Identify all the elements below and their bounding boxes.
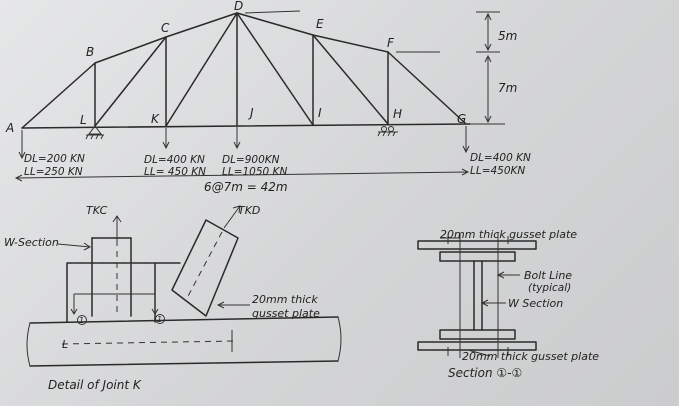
node-c-label: C xyxy=(161,21,170,35)
bolt-line-l: L xyxy=(62,338,68,351)
node-i-label: I xyxy=(318,106,322,120)
w-section-label-right: W Section xyxy=(508,297,563,310)
node-d-label: D xyxy=(234,0,243,13)
bolt-line-label: Bolt Line xyxy=(524,269,572,282)
node-b-label: B xyxy=(86,45,94,59)
diagonal-LC xyxy=(94,36,167,127)
section-1-1: 20mm thick gusset plate Bolt Line (typic… xyxy=(417,228,599,380)
bottom-chord xyxy=(21,123,471,129)
load-k-dl: DL=400 KN xyxy=(144,154,205,166)
diagonal-EH xyxy=(312,34,389,125)
section-mark-right: 1 xyxy=(157,315,162,324)
dim-5m: 5m xyxy=(498,29,517,43)
extension-line xyxy=(244,10,301,14)
dim-7m: 7m xyxy=(498,81,517,95)
span-label: 6@7m = 42m xyxy=(204,180,288,194)
load-a-ll: LL=250 KN xyxy=(24,166,83,178)
node-labels: A B C D E F G L K J I H xyxy=(5,0,466,135)
section-caption: Section ①-① xyxy=(448,366,522,380)
section-top-note: 20mm thick gusset plate xyxy=(440,228,577,241)
section-mark-left: 1 xyxy=(79,316,84,325)
support-H xyxy=(377,126,398,137)
force-tkc-label: TKC xyxy=(86,204,108,217)
load-j-ll: LL=1050 KN xyxy=(222,166,287,178)
node-j-label: J xyxy=(248,106,254,120)
load-g-dl: DL=400 KN xyxy=(470,152,531,164)
load-k-ll: LL= 450 KN xyxy=(144,166,206,178)
diagonal-KD xyxy=(165,12,238,127)
load-arrows xyxy=(18,126,470,160)
joint-detail-caption: Detail of Joint K xyxy=(48,378,142,392)
w-section-label: W-Section xyxy=(4,236,59,249)
bolt-line-typical: (typical) xyxy=(528,282,571,294)
height-dimension: 5m 7m xyxy=(476,11,517,124)
node-l-label: L xyxy=(80,113,87,127)
node-e-label: E xyxy=(316,17,324,31)
gusset-note-line2: gusset plate xyxy=(252,307,320,320)
diagonal-DI xyxy=(236,12,314,126)
support-L xyxy=(85,125,104,140)
node-h-label: H xyxy=(393,107,402,121)
node-k-label: K xyxy=(151,112,160,126)
joint-k-detail: L 1 1 TKC TKD W-Section 20 xyxy=(4,204,342,392)
section-bottom-note: 20mm thick gusset plate xyxy=(462,350,599,363)
load-a-dl: DL=200 KN xyxy=(24,153,85,165)
truss-members xyxy=(21,10,505,129)
gusset-note-line1: 20mm thick xyxy=(252,293,318,306)
force-tkd-label: TKD xyxy=(238,204,260,217)
node-f-label: F xyxy=(387,36,395,50)
node-a-label: A xyxy=(5,121,14,135)
span-dimension: 6@7m = 42m xyxy=(14,168,470,194)
node-g-label: G xyxy=(457,112,466,126)
load-g-ll: LL=450KN xyxy=(470,165,525,177)
load-j-dl: DL=900KN xyxy=(222,154,280,166)
